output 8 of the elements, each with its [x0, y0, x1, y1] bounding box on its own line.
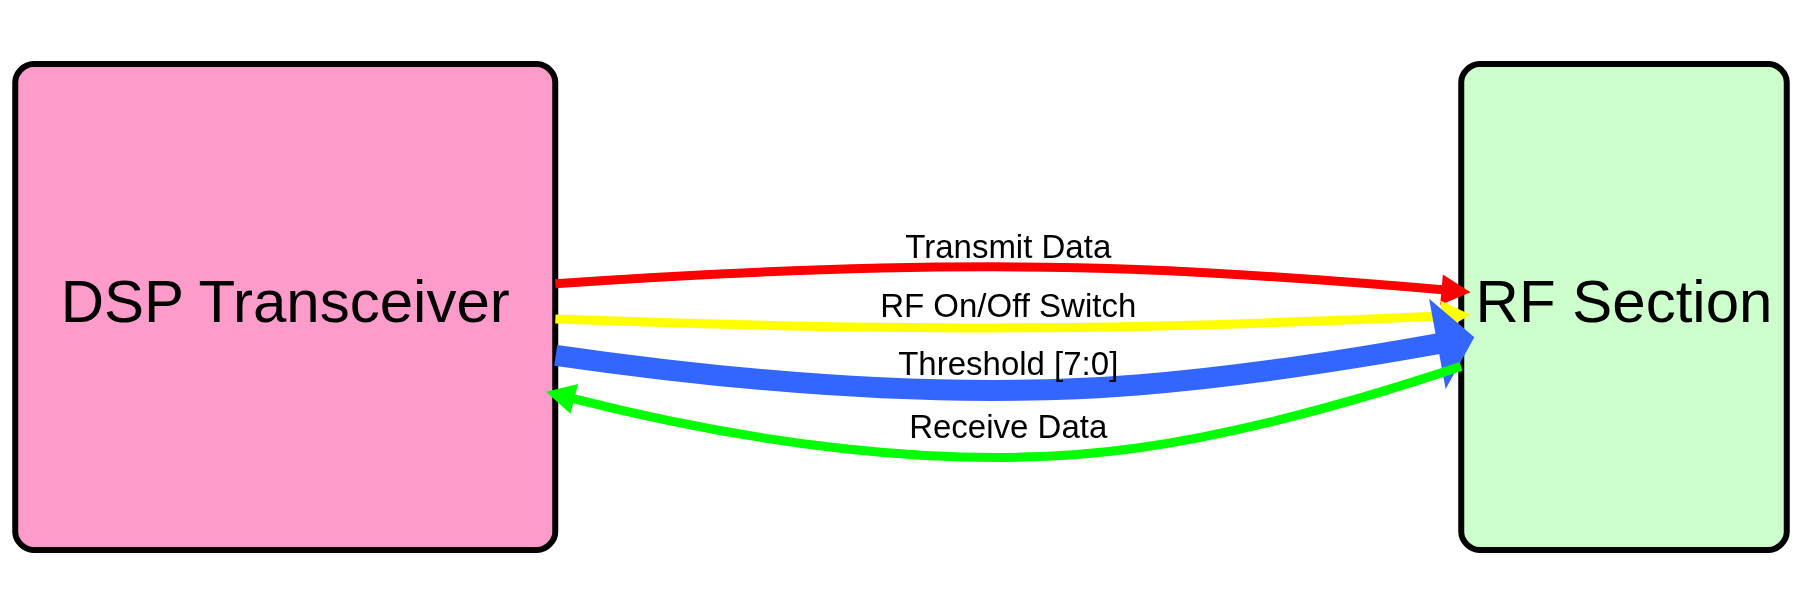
node-box: RF Section	[1458, 60, 1790, 553]
edge-label: Threshold [7:0]	[898, 344, 1119, 382]
edge-label: Transmit Data	[905, 227, 1112, 265]
arrow	[555, 261, 1471, 305]
edge-label: RF On/Off Switch	[880, 286, 1137, 324]
edge-label: Receive Data	[909, 407, 1108, 445]
arrow	[546, 361, 1463, 462]
node-box: DSP Transceiver	[12, 60, 559, 553]
